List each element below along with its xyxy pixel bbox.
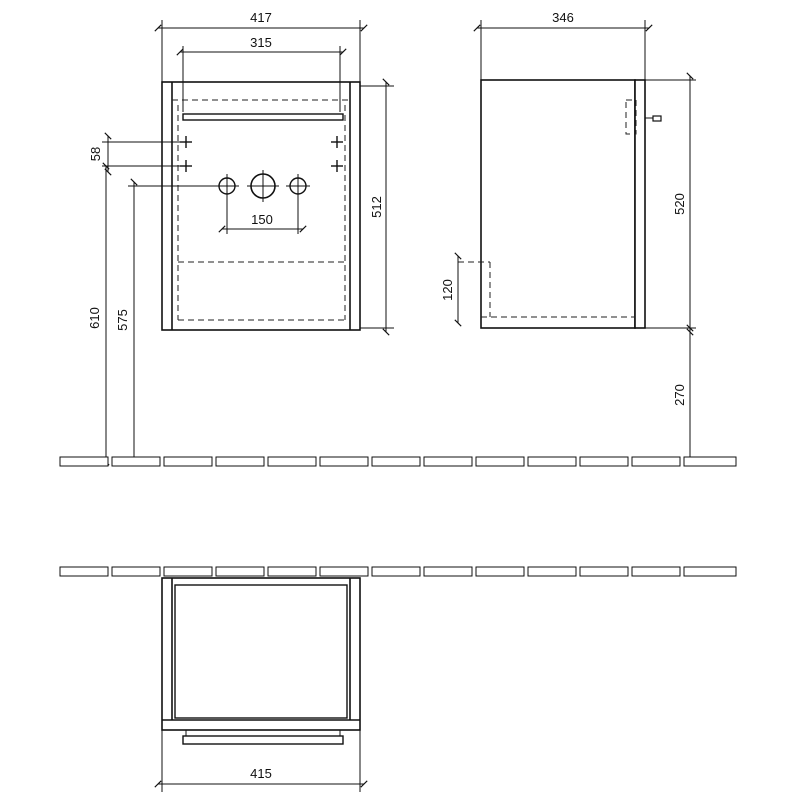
floor-line-upper	[59, 456, 737, 467]
front-view: 417 315 58 150 512 610 575	[87, 10, 394, 466]
dim-front-width: 417	[250, 10, 272, 25]
front-handle	[182, 113, 344, 121]
mount-point-marks	[180, 136, 343, 172]
dim-hole-spacing: 150	[251, 212, 273, 227]
dim-cutout-height: 120	[440, 279, 455, 301]
dim-front-height: 512	[369, 196, 384, 218]
pipe-holes	[215, 170, 310, 202]
dim-valve-offset: 58	[88, 147, 103, 161]
plan-view: 415	[154, 577, 368, 792]
side-handle	[652, 115, 662, 122]
side-door-panel	[634, 79, 646, 329]
dim-side-height: 520	[672, 193, 687, 215]
dim-top-span: 315	[250, 35, 272, 50]
dim-height-610: 610	[87, 307, 102, 329]
dim-height-575: 575	[115, 309, 130, 331]
dim-plan-width: 415	[250, 766, 272, 781]
dim-side-depth: 346	[552, 10, 574, 25]
side-view: 346 520 120 270	[440, 10, 696, 466]
dim-floor-clearance: 270	[672, 384, 687, 406]
floor-line-lower	[59, 566, 737, 577]
side-cabinet-body	[480, 79, 636, 329]
plan-handle	[182, 735, 344, 745]
front-cabinet-body	[161, 81, 361, 331]
